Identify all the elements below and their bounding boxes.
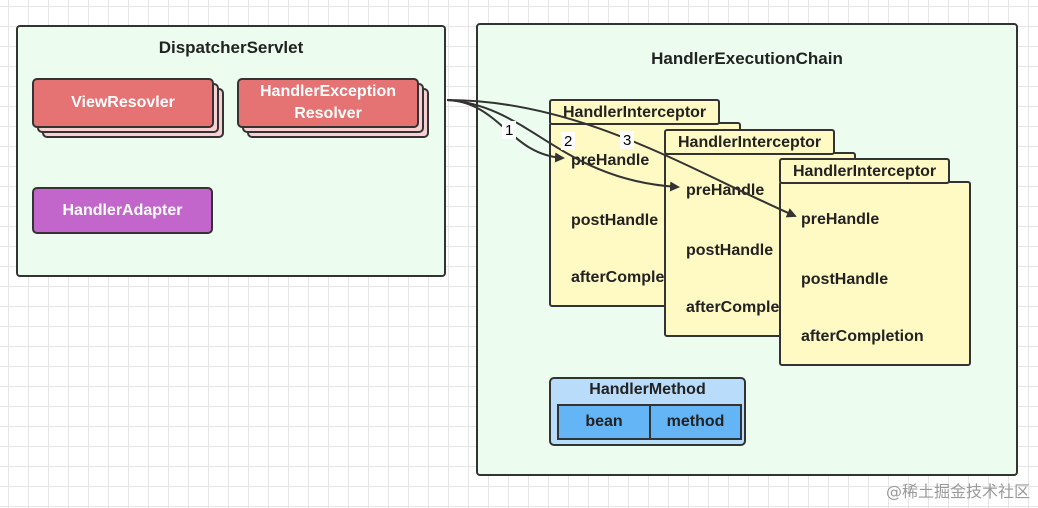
handler-adapter-label: HandlerAdapter — [62, 201, 183, 219]
dispatcher-servlet-panel: DispatcherServlet — [16, 25, 446, 277]
arrow-2-label: 2 — [564, 133, 572, 150]
interceptor-card-3: HandlerInterceptor preHandle postHandle … — [779, 158, 971, 366]
handler-adapter-box: HandlerAdapter — [32, 187, 213, 234]
exception-resolver-box: HandlerException Resolver — [237, 78, 419, 128]
watermark-text: @稀土掘金技术社区 — [885, 482, 1030, 501]
interceptor-2-title: HandlerInterceptor — [664, 129, 836, 155]
view-resolver-label: ViewResovler — [71, 94, 175, 111]
interceptor-3-posthandle: postHandle — [801, 271, 889, 288]
view-resolver-box: ViewResovler — [32, 78, 214, 128]
dispatcher-servlet-title: DispatcherServlet — [158, 38, 304, 57]
handler-method-box: HandlerMethod bean method — [549, 377, 746, 446]
handler-method-method-cell: method — [649, 404, 742, 440]
interceptor-2-posthandle: postHandle — [686, 242, 774, 259]
interceptor-3-aftercompletion: afterCompletion — [801, 328, 924, 345]
interceptor-1-posthandle: postHandle — [571, 212, 659, 229]
handler-execution-chain-title: HandlerExecutionChain — [651, 49, 843, 68]
interceptor-2-aftercompletion: afterComple — [686, 299, 780, 316]
interceptor-3-prehandle: preHandle — [801, 211, 880, 228]
exception-resolver-label-line1: HandlerException — [259, 83, 397, 100]
interceptor-1-aftercompletion: afterComple — [571, 269, 665, 286]
interceptor-3-title: HandlerInterceptor — [779, 158, 951, 184]
arrow-3-label: 3 — [623, 132, 631, 149]
interceptor-2-prehandle: preHandle — [686, 182, 765, 199]
exception-resolver-label-line2: Resolver — [294, 105, 362, 122]
handler-method-title: HandlerMethod — [589, 381, 706, 398]
arrow-3 — [446, 99, 797, 218]
arrow-2 — [446, 99, 680, 192]
arrow-1-label: 1 — [505, 122, 513, 139]
